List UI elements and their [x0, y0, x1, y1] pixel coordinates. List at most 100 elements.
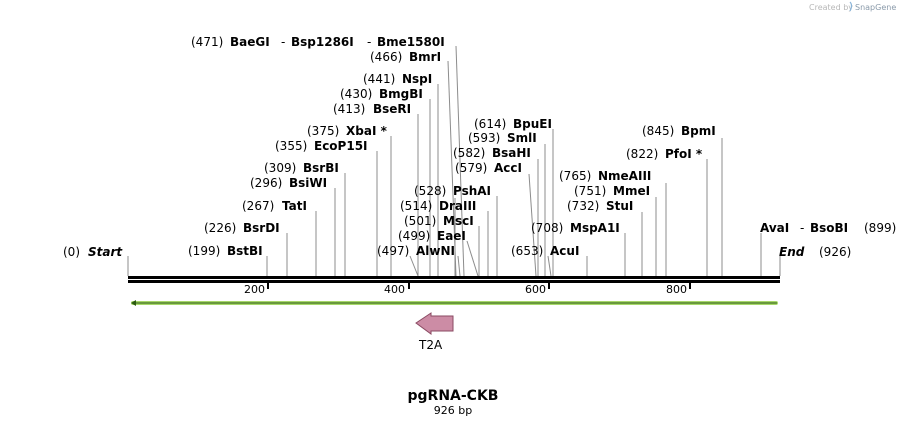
svg-text:EaeI: EaeI	[437, 229, 466, 243]
svg-text:(375): (375)	[307, 124, 339, 138]
site-label[interactable]: (375) XbaI *	[307, 124, 388, 138]
svg-text:(822): (822)	[626, 147, 658, 161]
svg-text:(765): (765)	[559, 169, 591, 183]
site-label[interactable]: (499) EaeI	[398, 229, 466, 243]
site-label[interactable]: (441) NspI	[363, 72, 432, 86]
brand-text: SnapGene	[855, 3, 896, 12]
site-label[interactable]: (355) EcoP15I	[275, 139, 368, 153]
start-label: Start	[88, 245, 123, 259]
svg-text:(732): (732)	[567, 199, 599, 213]
site-label[interactable]: (528) PshAI	[414, 184, 491, 198]
svg-text:(614): (614)	[474, 117, 506, 131]
end-label: End	[779, 245, 805, 259]
svg-text:(579): (579)	[455, 161, 487, 175]
site-label[interactable]: (497) AlwNI	[377, 244, 455, 258]
svg-text:PfoI *: PfoI *	[665, 147, 703, 161]
svg-text:-: -	[367, 35, 371, 49]
site-label[interactable]: (614) BpuEI	[474, 117, 552, 131]
svg-text:BsiWI: BsiWI	[289, 176, 327, 190]
svg-text:(499): (499)	[398, 229, 430, 243]
start-position: (0)	[63, 245, 80, 259]
site-label[interactable]: (430) BmgBI	[340, 87, 423, 101]
svg-text:BstBI: BstBI	[227, 244, 263, 258]
leader-lines	[127, 45, 781, 277]
svg-text:(441): (441)	[363, 72, 395, 86]
site-label[interactable]: (267) TatI	[242, 199, 307, 213]
svg-text:(751): (751)	[574, 184, 606, 198]
svg-text:(296): (296)	[250, 176, 282, 190]
dna-backbone	[128, 276, 780, 283]
t2a-feature-arrow[interactable]	[415, 312, 454, 335]
svg-text:(355): (355)	[275, 139, 307, 153]
svg-text:PshAI: PshAI	[453, 184, 491, 198]
svg-text:BpuEI: BpuEI	[513, 117, 552, 131]
svg-text:EcoP15I: EcoP15I	[314, 139, 368, 153]
svg-text:(593): (593)	[468, 131, 500, 145]
site-label[interactable]: (751) MmeI	[574, 184, 650, 198]
site-label[interactable]: (582) BsaHI	[453, 146, 531, 160]
site-label[interactable]: (466) BmrI	[370, 50, 441, 64]
svg-text:-: -	[800, 221, 804, 235]
site-label[interactable]: (309) BsrBI	[264, 161, 339, 175]
svg-text:XbaI *: XbaI *	[346, 124, 388, 138]
site-label[interactable]: (296) BsiWI	[250, 176, 327, 190]
svg-text:(471): (471)	[191, 35, 223, 49]
site-label[interactable]: (822) PfoI *	[626, 147, 703, 161]
tick-label-600: 600	[525, 283, 546, 296]
site-label[interactable]: (653) AcuI	[511, 244, 579, 258]
svg-text:(267): (267)	[242, 199, 274, 213]
svg-text:AcuI: AcuI	[550, 244, 579, 258]
svg-text:(497): (497)	[377, 244, 409, 258]
site-label[interactable]: (765) NmeAIII	[559, 169, 651, 183]
svg-text:StuI: StuI	[606, 199, 633, 213]
svg-text:BmrI: BmrI	[409, 50, 441, 64]
svg-text:BpmI: BpmI	[681, 124, 716, 138]
svg-text:(226): (226)	[204, 221, 236, 235]
site-label[interactable]: (199) BstBI	[188, 244, 263, 258]
svg-text:-: -	[281, 35, 285, 49]
site-label[interactable]: AvaI - BsoBI (899)	[760, 221, 896, 235]
svg-text:(466): (466)	[370, 50, 402, 64]
svg-text:TatI: TatI	[282, 199, 307, 213]
site-label[interactable]: (708) MspA1I	[531, 221, 620, 235]
svg-text:BaeGI: BaeGI	[230, 35, 270, 49]
svg-text:(501): (501)	[404, 214, 436, 228]
svg-text:NmeAIII: NmeAIII	[598, 169, 651, 183]
tick-label-200: 200	[244, 283, 265, 296]
site-label[interactable]: (593) SmlI	[468, 131, 537, 145]
svg-text:AccI: AccI	[494, 161, 522, 175]
svg-text:(199): (199)	[188, 244, 220, 258]
svg-text:(845): (845)	[642, 124, 674, 138]
site-label[interactable]: (501) MscI	[404, 214, 474, 228]
feature-label-t2a: T2A	[418, 338, 443, 352]
site-label[interactable]: (579) AccI	[455, 161, 522, 175]
site-label[interactable]: (471) BaeGI - Bsp1286I - Bme1580I	[191, 35, 445, 49]
svg-text:BmgBI: BmgBI	[379, 87, 423, 101]
svg-text:NspI: NspI	[402, 72, 432, 86]
svg-text:(514): (514)	[400, 199, 432, 213]
orf-arrowhead-icon	[131, 300, 136, 306]
svg-text:Bsp1286I: Bsp1286I	[291, 35, 354, 49]
credit-text: Created by	[809, 3, 853, 12]
snapgene-logo-icon	[849, 1, 853, 12]
site-label[interactable]: (514) DraIII	[400, 199, 476, 213]
map-subtitle: 926 bp	[434, 404, 472, 417]
svg-text:AlwNI: AlwNI	[416, 244, 455, 258]
svg-text:SmlI: SmlI	[507, 131, 537, 145]
svg-text:BsrDI: BsrDI	[243, 221, 280, 235]
svg-text:(528): (528)	[414, 184, 446, 198]
site-label[interactable]: (226) BsrDI	[204, 221, 280, 235]
svg-text:BsoBI: BsoBI	[810, 221, 848, 235]
svg-text:(582): (582)	[453, 146, 485, 160]
svg-text:(430): (430)	[340, 87, 372, 101]
tick-label-400: 400	[384, 283, 405, 296]
site-label[interactable]: (845) BpmI	[642, 124, 716, 138]
site-label[interactable]: (732) StuI	[567, 199, 633, 213]
map-title: pgRNA-CKB	[408, 388, 499, 404]
svg-text:(309): (309)	[264, 161, 296, 175]
site-label[interactable]: (413) BseRI	[333, 102, 411, 116]
svg-text:(708): (708)	[531, 221, 563, 235]
svg-text:(653): (653)	[511, 244, 543, 258]
scale-ticks	[267, 283, 691, 289]
